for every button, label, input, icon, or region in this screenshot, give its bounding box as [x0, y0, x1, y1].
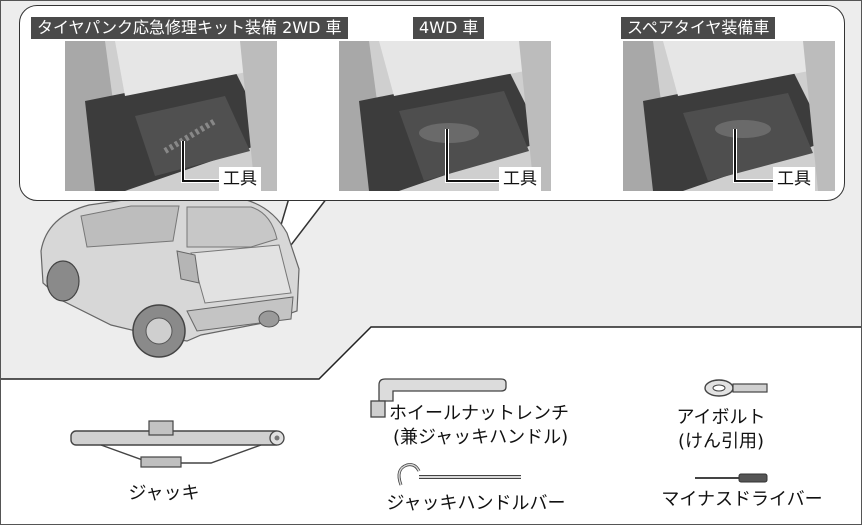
- tool-label-2: 工具: [499, 167, 541, 191]
- variant-tag-2wd-repair-kit: タイヤパンク応急修理キット装備 2WD 車: [31, 17, 348, 39]
- trunk-photo-2wd-repair-kit: [65, 41, 277, 191]
- jack-label: ジャッキ: [128, 483, 200, 504]
- wheel-nut-wrench-note: (兼ジャッキハンドル): [393, 427, 569, 448]
- wheel-nut-wrench-drawing: [370, 378, 507, 418]
- jack-handle-bar-drawing: [397, 463, 521, 486]
- jack-handle-bar-label: ジャッキハンドルバー: [386, 493, 566, 514]
- trunk-photo-spare-tire: [623, 41, 835, 191]
- tool-label-1: 工具: [219, 167, 261, 191]
- eye-bolt-note: (けん引用): [677, 431, 765, 452]
- eye-bolt-drawing: [704, 379, 768, 397]
- variant-tag-spare-tire: スペアタイヤ装備車: [621, 17, 776, 39]
- jack-drawing: [70, 420, 285, 468]
- wheel-nut-wrench-label: ホイールナットレンチ: [389, 403, 569, 424]
- screwdriver-drawing: [695, 473, 768, 483]
- tool-label-3: 工具: [773, 167, 815, 191]
- screwdriver-label: マイナスドライバー: [661, 489, 823, 510]
- eye-bolt-label: アイボルト: [676, 407, 766, 428]
- variant-tag-4wd: 4WD 車: [413, 17, 485, 39]
